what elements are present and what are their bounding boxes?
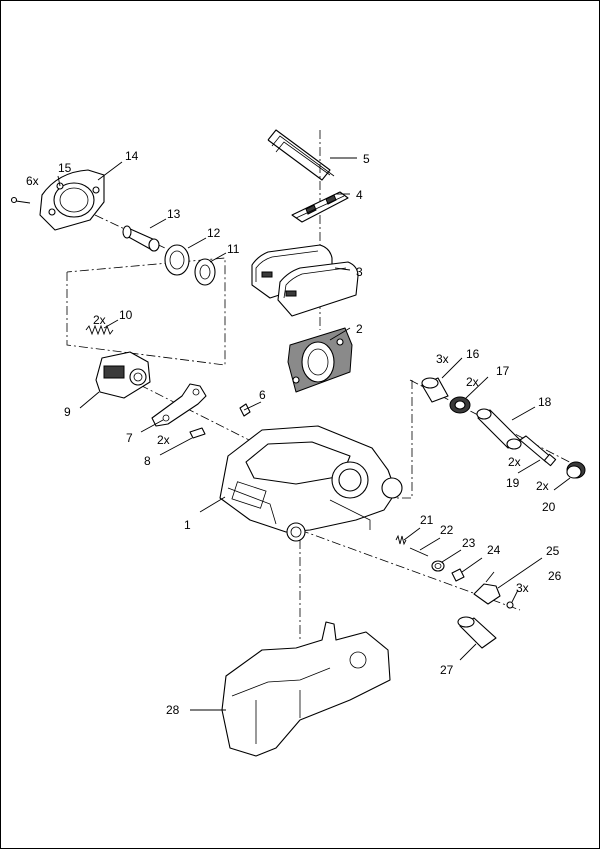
part-13-adjuster-shaft	[122, 225, 160, 252]
callout-9: 9	[64, 405, 71, 419]
callout-25: 25	[546, 544, 560, 558]
part-10-spring	[85, 324, 114, 336]
callout-23: 23	[462, 536, 476, 550]
part-16-bushing	[421, 377, 449, 403]
part-17-seal-ring	[449, 396, 471, 414]
quantity-16: 3x	[436, 352, 449, 366]
quantity-15: 6x	[26, 174, 39, 188]
part-12-seal	[164, 244, 190, 276]
part-23-seal	[431, 560, 445, 572]
callout-1: 1	[184, 518, 191, 532]
part-9-adjuster-mechanism	[95, 351, 151, 399]
callout-6: 6	[259, 388, 266, 402]
part-22-pin	[409, 547, 429, 557]
callout-8: 8	[144, 454, 151, 468]
quantity-labels: 6x 2x 2x 3x 2x 2x 2x 3x	[26, 174, 549, 595]
part-19-guide-bolt	[519, 435, 557, 467]
part-27-sleeve	[457, 616, 497, 649]
part-28-carrier-bracket	[221, 621, 391, 757]
callout-3: 3	[356, 265, 363, 279]
callout-12: 12	[207, 226, 221, 240]
part-25-sensor-bracket	[473, 571, 501, 605]
callout-5: 5	[363, 152, 370, 166]
callout-21: 21	[420, 513, 434, 527]
part-7-lever	[151, 383, 207, 427]
quantity-26: 3x	[516, 581, 529, 595]
callout-27: 27	[440, 663, 454, 677]
part-8-pin	[189, 427, 206, 439]
quantity-10: 2x	[93, 313, 106, 327]
callout-11: 11	[227, 242, 240, 256]
callout-28: 28	[166, 703, 180, 717]
part-2-abutment-plate	[287, 327, 353, 393]
part-4-pad-retainer	[291, 191, 349, 223]
callout-10: 10	[119, 308, 133, 322]
part-1-caliper-housing	[219, 425, 403, 542]
callout-22: 22	[440, 523, 454, 537]
part-11-seal	[194, 258, 216, 286]
callout-13: 13	[167, 207, 181, 221]
callout-16: 16	[466, 347, 480, 361]
callouts: 1 2 3 4 5 6 7 8 9 10 11 12 13 14 15 16 1…	[58, 149, 562, 717]
quantity-19: 2x	[508, 455, 521, 469]
callout-14: 14	[125, 149, 139, 163]
part-3-brake-pads	[251, 244, 359, 317]
part-20-cap	[566, 461, 586, 479]
part-18-guide-sleeve	[476, 408, 522, 450]
callout-24: 24	[487, 543, 501, 557]
leader-lines	[57, 157, 571, 711]
part-21-thread-insert	[395, 534, 407, 546]
part-5-retaining-clip	[267, 129, 335, 181]
quantity-8: 2x	[157, 433, 170, 447]
quantity-17: 2x	[466, 375, 479, 389]
callout-20: 20	[542, 500, 556, 514]
quantity-20: 2x	[536, 479, 549, 493]
callout-15: 15	[58, 161, 72, 175]
callout-7: 7	[126, 431, 133, 445]
part-15-screw	[10, 196, 31, 204]
part-26-screw	[506, 601, 514, 609]
part-24-cap	[451, 568, 465, 582]
callout-4: 4	[356, 188, 363, 202]
callout-19: 19	[506, 476, 520, 490]
part-14-cover-plate	[39, 169, 105, 231]
callout-17: 17	[496, 364, 510, 378]
callout-18: 18	[538, 395, 552, 409]
callout-2: 2	[356, 322, 363, 336]
callout-26: 26	[548, 569, 562, 583]
